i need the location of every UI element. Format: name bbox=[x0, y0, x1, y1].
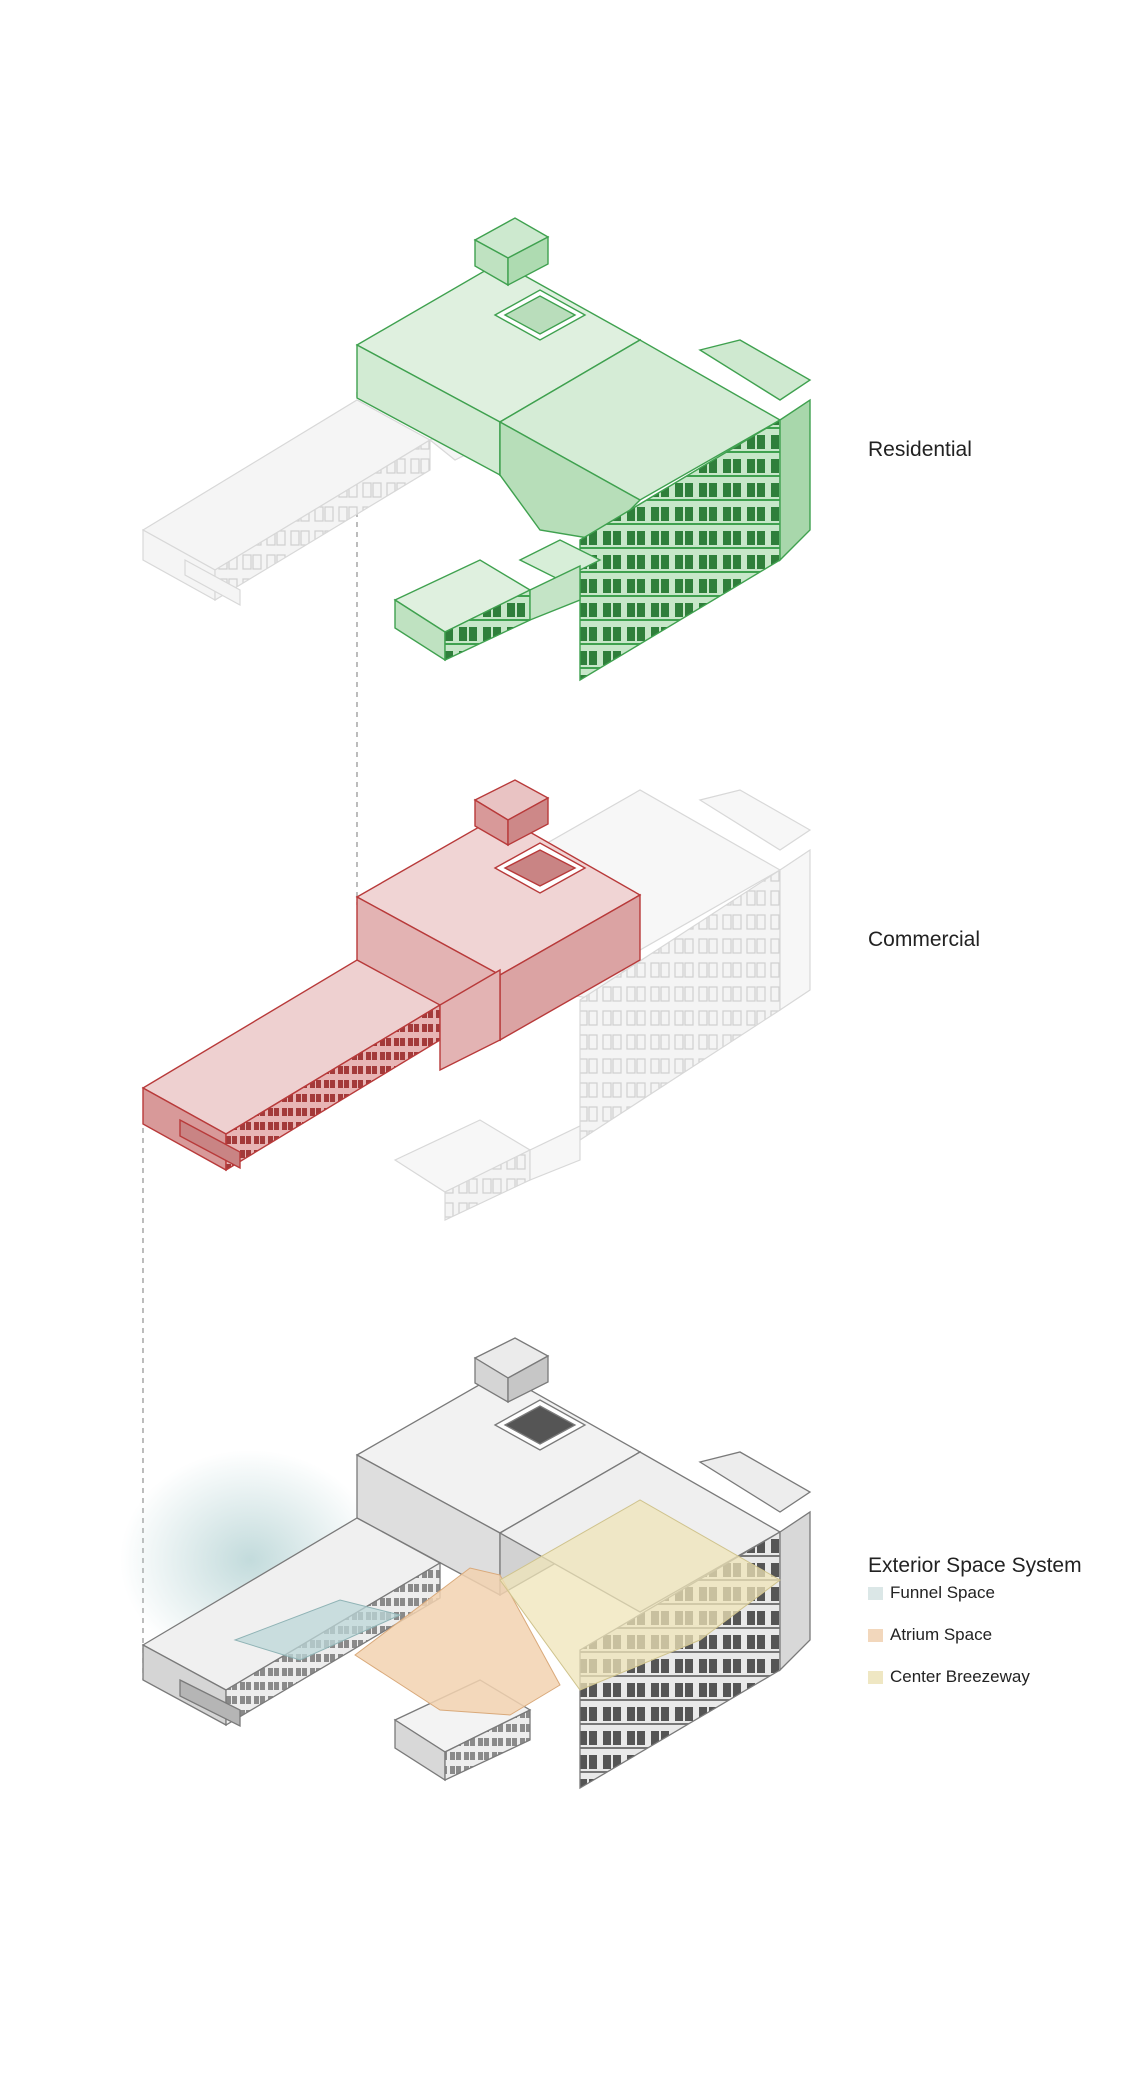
legend-swatch-atrium-space bbox=[868, 1629, 883, 1642]
commercial-volume bbox=[141, 779, 642, 1172]
commercial-label: Commercial bbox=[868, 928, 981, 951]
commercial-model bbox=[141, 779, 812, 1221]
legend-swatch-funnel-space bbox=[868, 1587, 883, 1600]
legend-label-center-breezeway: Center Breezeway bbox=[890, 1667, 1030, 1686]
legend-label-atrium-space: Atrium Space bbox=[890, 1625, 993, 1644]
atrium-space-volume bbox=[354, 1567, 561, 1716]
legend-item-center-breezeway: Center Breezeway bbox=[868, 1666, 1128, 1688]
residential-model bbox=[141, 217, 812, 682]
exterior-space-model bbox=[120, 1337, 812, 1790]
residential-label: Residential bbox=[868, 438, 972, 461]
legend-item-atrium-space: Atrium Space bbox=[868, 1624, 1128, 1646]
legend-swatch-center-breezeway bbox=[868, 1671, 883, 1684]
exterior-space-system-title: Exterior Space System bbox=[868, 1554, 1082, 1577]
residential-volume bbox=[355, 217, 812, 682]
exterior-space-overlays bbox=[233, 1499, 781, 1716]
legend-item-funnel-space: Funnel Space bbox=[868, 1582, 1128, 1604]
center-breezeway-volume bbox=[499, 1499, 781, 1691]
legend-label-funnel-space: Funnel Space bbox=[890, 1583, 995, 1602]
funnel-space-volume bbox=[233, 1599, 402, 1661]
